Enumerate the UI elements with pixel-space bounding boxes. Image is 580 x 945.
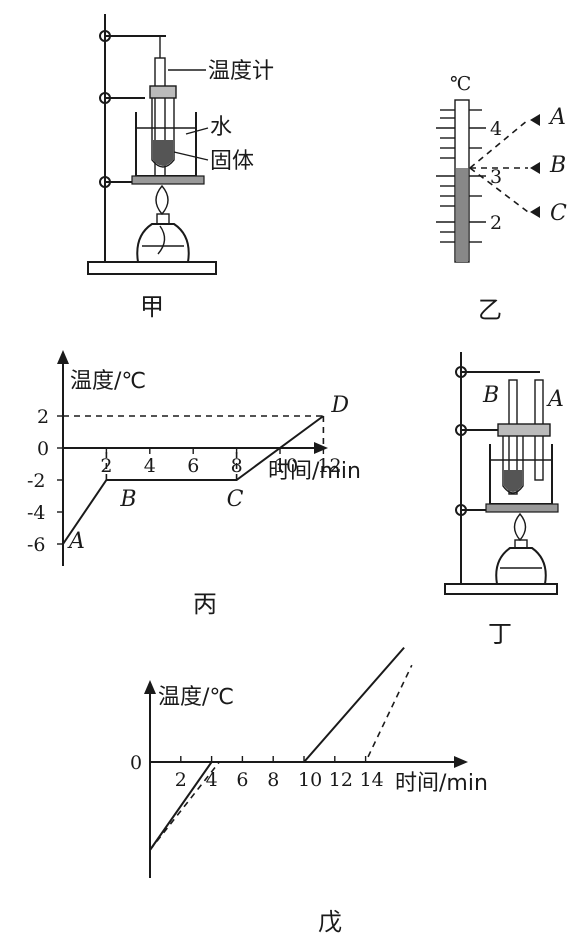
eye-b-icon [530, 162, 540, 174]
stand-base [87, 261, 217, 275]
wick [157, 225, 166, 255]
alcohol-lamp [136, 223, 190, 263]
lamp-neck [514, 539, 528, 549]
y-axis-arrow [144, 680, 156, 694]
gauze [485, 503, 559, 513]
apparatus-jia: 温度计 水 固体 甲 [87, 14, 274, 321]
thermometer-yi: ℃ 4 3 2 A B C 乙 [436, 73, 567, 324]
x-axis-arrow [314, 442, 328, 454]
test-tube [502, 436, 524, 494]
caption-yi: 乙 [478, 296, 502, 324]
solid-curve [149, 646, 405, 851]
clamp-knob [99, 176, 111, 188]
mercury-column [456, 168, 468, 262]
x-tick-label: 8 [267, 769, 279, 791]
x-axis-label: 时间/min [395, 771, 488, 796]
point-label-c: C [227, 487, 244, 512]
y-tick-label: 0 [37, 438, 49, 460]
unit-label: ℃ [450, 73, 471, 95]
y-tick-label: -4 [27, 502, 46, 524]
caption-ding: 丁 [488, 620, 512, 648]
tick-3: 3 [490, 166, 502, 188]
viewpoint-a: A [548, 105, 566, 130]
y-axis-label: 温度/℃ [158, 685, 234, 710]
x-tick-label: 6 [236, 769, 248, 791]
temperature-curve [62, 415, 324, 545]
x-tick-label: 10 [274, 455, 298, 477]
caption-wu: 戊 [318, 908, 342, 936]
y-axis-arrow [57, 350, 69, 364]
clamp-knob [455, 424, 467, 436]
sight-line-a [469, 119, 529, 169]
tick-2: 2 [490, 212, 502, 234]
x-axis-label: 时间/min [268, 459, 361, 484]
point-label-a: A [67, 529, 85, 554]
dashed-curve [149, 664, 413, 851]
water-label: 水 [210, 115, 232, 140]
x-tick-label: 12 [329, 769, 353, 791]
thermometer-label: 温度计 [208, 59, 274, 84]
y-tick-label: 0 [130, 752, 142, 774]
flame [155, 184, 169, 216]
point-label-b: B [119, 487, 136, 512]
scale-ticks [436, 109, 486, 243]
clamp-knob [455, 366, 467, 378]
flame [513, 512, 527, 542]
thermometer-b [508, 379, 518, 495]
stopper [149, 85, 177, 99]
solid-in-tube [504, 470, 522, 492]
lamp-neck [156, 213, 170, 225]
tube-label-a: A [546, 387, 564, 412]
solid-in-tube [153, 140, 173, 166]
eye-c-icon [530, 206, 540, 218]
y-tick-label: -6 [27, 534, 46, 556]
y-axis-label: 温度/℃ [70, 369, 146, 394]
sight-line-c [469, 167, 529, 213]
stopper [497, 423, 551, 437]
x-tick-label: 14 [360, 769, 384, 791]
clamp-knob [455, 504, 467, 516]
alcohol-lamp [495, 547, 547, 585]
tick-4: 4 [490, 118, 502, 140]
x-tick-label: 2 [175, 769, 187, 791]
eye-a-icon [530, 114, 540, 126]
clamp-knob [99, 92, 111, 104]
x-tick-label: 10 [298, 769, 322, 791]
x-tick-label: 4 [206, 769, 218, 791]
viewpoint-b: B [549, 153, 566, 178]
caption-jia: 甲 [140, 293, 164, 321]
x-tick-label: 12 [317, 455, 341, 477]
test-tube [151, 98, 175, 168]
tube-label-b: B [482, 383, 499, 408]
clamp-knob [99, 30, 111, 42]
solid-label: 固体 [210, 149, 254, 174]
gauze [131, 175, 205, 185]
apparatus-ding: B A 丁 [444, 352, 564, 648]
leader-line [173, 151, 209, 161]
stand-base [444, 583, 558, 595]
caption-bing: 丙 [193, 590, 217, 618]
x-tick-label: 4 [144, 455, 156, 477]
x-tick-label: 6 [187, 455, 199, 477]
y-tick-label: 2 [37, 406, 49, 428]
leader-line [185, 127, 209, 135]
viewpoint-c: C [550, 201, 567, 226]
x-axis-arrow [454, 756, 468, 768]
y-tick-label: -2 [27, 470, 46, 492]
point-label-d: D [330, 393, 349, 418]
